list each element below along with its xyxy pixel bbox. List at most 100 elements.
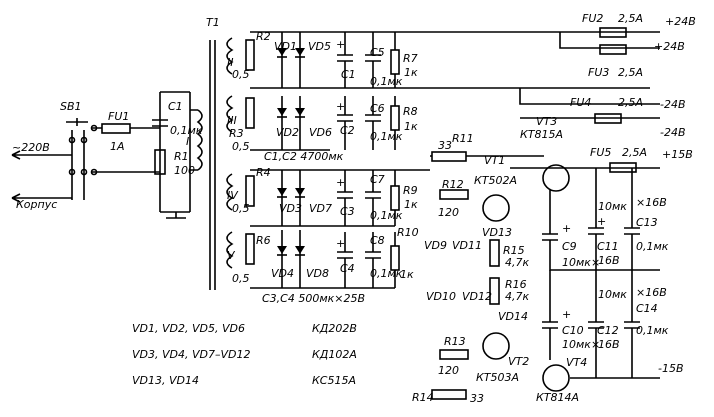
c11-value-b: 16В	[598, 254, 620, 267]
c11-value-a: 10мк	[598, 200, 627, 213]
c8-value: 0,1мк	[370, 267, 403, 280]
vd6-label: VD6	[309, 126, 332, 139]
c11-label: C11	[597, 240, 619, 253]
r4-label: R4	[256, 166, 271, 179]
vd7-label: VD7	[309, 202, 332, 215]
plus-mark-4: +	[336, 237, 345, 250]
vd13-label: VD13	[482, 226, 512, 239]
outputs-15v: FU5 2,5А +15В -15В	[590, 146, 693, 375]
fuse-fu5	[609, 162, 637, 173]
chassis-label: Корпус	[16, 198, 57, 211]
r11-label: R11	[452, 132, 474, 145]
transistor-vt2	[482, 332, 510, 360]
c4-label: C4	[340, 262, 355, 275]
vd10-label: VD10	[426, 290, 456, 303]
r11-value: 33	[438, 139, 452, 152]
diode-vd4	[277, 246, 287, 256]
fu2-rating: 2,5А	[618, 12, 643, 25]
r7-value: 1к	[404, 66, 418, 79]
cap-c1-primary-label: C1	[168, 100, 183, 113]
transformer-t1: T1	[206, 16, 220, 290]
winding-5-label: V	[227, 249, 236, 262]
c13-value-b: 0,1мк	[636, 240, 669, 253]
parts-list: VD1, VD2, VD5, VD6 КД202В VD3, VD4, VD7–…	[132, 322, 357, 387]
mains-label: ~220В	[12, 141, 50, 154]
fu2-label: FU2	[582, 12, 603, 25]
fuse-fu2	[599, 27, 627, 38]
fu5-label: FU5	[590, 146, 611, 159]
r13-label: R13	[444, 335, 466, 348]
c12-value-b: 16В	[598, 338, 620, 351]
r2-label: R2	[256, 30, 271, 43]
vd11-label: VD11	[452, 239, 482, 252]
secondary-section: II III IV V R2 0,5 R3 0,5 R4 0,5 R6 0,5 …	[226, 30, 560, 305]
diode-vd1	[277, 48, 287, 58]
r8-label: R8	[403, 105, 418, 118]
c6-value: 0,1мк	[370, 130, 403, 143]
out-m15: -15В	[658, 362, 684, 375]
resistor-r8	[390, 105, 400, 131]
c11-plus: +	[597, 215, 606, 228]
transformer-label: T1	[206, 16, 220, 29]
resistor-r2	[245, 39, 255, 71]
r16-label: R16	[505, 278, 527, 291]
chassis-arrow	[11, 193, 72, 203]
out-p24-b: +24В	[654, 40, 685, 53]
fuse-fu1-rating: 1А	[110, 140, 125, 153]
winding-5	[226, 231, 234, 269]
parts-row-2-refs: VD3, VD4, VD7–VD12	[132, 348, 250, 361]
vt2-label: VT2	[508, 355, 529, 368]
resistor-r1	[154, 149, 166, 175]
fuse-fu1-label: FU1	[108, 110, 129, 123]
fu3-rating: 2,5А	[618, 66, 643, 79]
c10-label: C10	[562, 324, 584, 337]
r3-value: 0,5	[232, 140, 250, 153]
vd9-label: VD9	[424, 239, 447, 252]
vd3-label: VD3	[279, 202, 302, 215]
c10-value: 10мк×	[562, 338, 600, 351]
r10-label: R10	[397, 226, 419, 239]
vt4-type: КТ814А	[536, 391, 579, 404]
c2-label: C2	[340, 124, 355, 137]
diode-vd6	[295, 108, 305, 118]
resistor-r13	[439, 349, 469, 360]
out-p24-a: +24В	[665, 15, 696, 28]
resistor-r14	[431, 389, 467, 400]
parts-row-3-type: КС515А	[312, 374, 356, 387]
resistor-r15	[489, 239, 500, 267]
parts-row-1-type: КД202В	[312, 322, 357, 335]
c13-label: C13	[636, 216, 658, 229]
vt1-type: КТ502А	[474, 174, 517, 187]
cap-c1-primary-value: 0,1мк	[170, 124, 203, 137]
c10-plus: +	[562, 308, 571, 321]
plus-mark: +	[336, 38, 345, 51]
parts-row-1-refs: VD1, VD2, VD5, VD6	[132, 322, 245, 335]
c5-label: C5	[370, 46, 385, 59]
vd2-label: VD2	[276, 126, 299, 139]
c12-label: C12	[597, 324, 619, 337]
diode-vd5	[295, 48, 305, 58]
c9-label: C9	[562, 240, 577, 253]
resistor-r3	[245, 97, 255, 129]
winding-4	[226, 173, 234, 211]
resistor-r9	[390, 185, 400, 211]
r9-value: 1к	[404, 198, 418, 211]
mains-arrow	[11, 150, 72, 160]
vd14-label: VD14	[498, 310, 528, 323]
out-p15: +15В	[662, 148, 693, 161]
vd1-label: VD1	[274, 40, 297, 53]
r2-value: 0,5	[232, 68, 250, 81]
switch-sb1: SB1	[60, 100, 88, 200]
ground-symbol	[166, 212, 186, 219]
vt1-label: VT1	[484, 154, 505, 167]
c14-value-b: 0,1мк	[636, 324, 669, 337]
r12-label: R12	[442, 178, 464, 191]
fuse-fu1	[101, 123, 131, 134]
r9-label: R9	[403, 184, 418, 197]
vt3-type: КТ815А	[520, 128, 563, 141]
c7-value: 0,1мк	[370, 209, 403, 222]
out-m24-b: -24В	[660, 126, 686, 139]
primary-circuit: ~220В Корпус SB1 FU1 1А C1 0,1мк R1 100	[11, 91, 203, 219]
winding-3	[226, 95, 234, 133]
vd8-label: VD8	[306, 267, 329, 280]
